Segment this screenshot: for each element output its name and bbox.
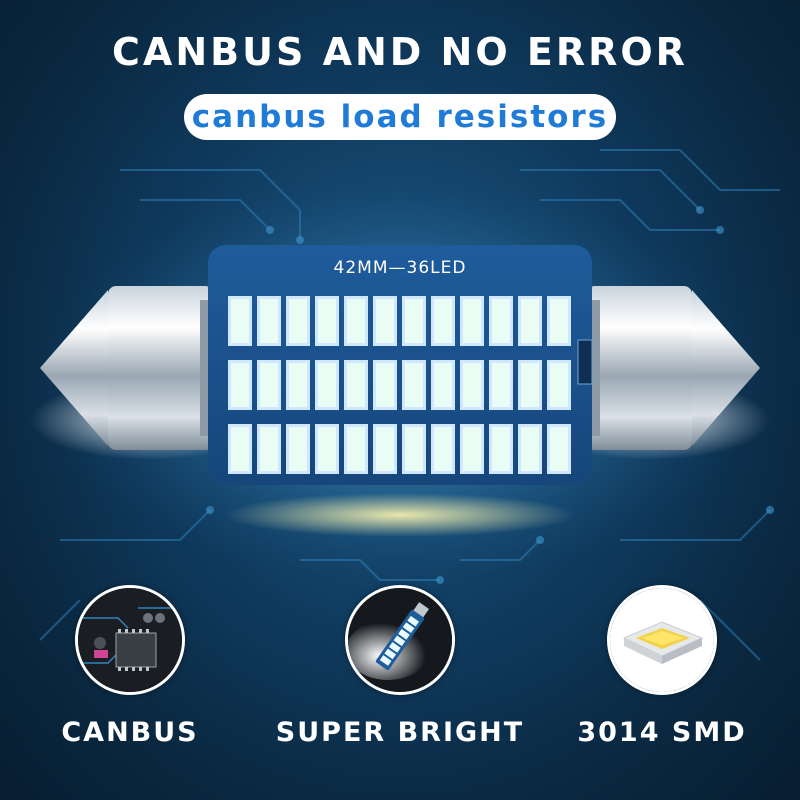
led-chip-light (260, 363, 278, 407)
led-chip-light (376, 363, 394, 407)
led-chip-light (550, 299, 568, 343)
led-chip-light (289, 427, 307, 471)
led-chip-light (463, 363, 481, 407)
led-chip-light (347, 427, 365, 471)
feature-label: SUPER BRIGHT (275, 717, 525, 748)
led-chip-light (550, 427, 568, 471)
led-chip-light (376, 299, 394, 343)
headline: CANBUS AND NO ERROR (112, 30, 688, 74)
led-chip-light (463, 299, 481, 343)
led-chip-light (492, 363, 510, 407)
led-chip-light (347, 299, 365, 343)
led-chip-light (521, 299, 539, 343)
feature-label: CANBUS (61, 717, 199, 748)
led-chip-light (550, 363, 568, 407)
subheadline-pill: canbus load resistors (184, 94, 616, 140)
led-chip-light (289, 299, 307, 343)
circuit-chip-icon (75, 585, 185, 695)
led-chip-light (492, 299, 510, 343)
smd-chip-icon (607, 585, 717, 695)
led-chip-light (434, 299, 452, 343)
bright-bulb-icon (345, 585, 455, 695)
led-chip-light (231, 363, 249, 407)
led-chip-light (405, 427, 423, 471)
feature-canbus: CANBUS (0, 585, 260, 748)
led-chip-light (376, 427, 394, 471)
feature-super-bright: SUPER BRIGHT (270, 585, 530, 748)
led-chip-light (318, 363, 336, 407)
feature-3014-smd: 3014 SMD (532, 585, 792, 748)
led-chip-light (492, 427, 510, 471)
led-chip-light (521, 363, 539, 407)
led-chip-light (521, 427, 539, 471)
led-chip-light (434, 363, 452, 407)
led-chip-light (318, 427, 336, 471)
pcb-label: 42MM—36LED (333, 258, 467, 278)
led-chip-light (434, 427, 452, 471)
feature-list: CANBUS (0, 585, 800, 785)
led-chip-light (231, 427, 249, 471)
led-chip-light (405, 299, 423, 343)
led-chip-light (405, 363, 423, 407)
led-chip-light (289, 363, 307, 407)
led-chip-light (231, 299, 249, 343)
led-chip-light (347, 363, 365, 407)
subheadline: canbus load resistors (191, 99, 609, 135)
led-chip-light (260, 427, 278, 471)
led-chip-light (318, 299, 336, 343)
led-grid (228, 296, 571, 474)
led-chip-light (260, 299, 278, 343)
led-chip-light (463, 427, 481, 471)
feature-label: 3014 SMD (577, 717, 747, 748)
